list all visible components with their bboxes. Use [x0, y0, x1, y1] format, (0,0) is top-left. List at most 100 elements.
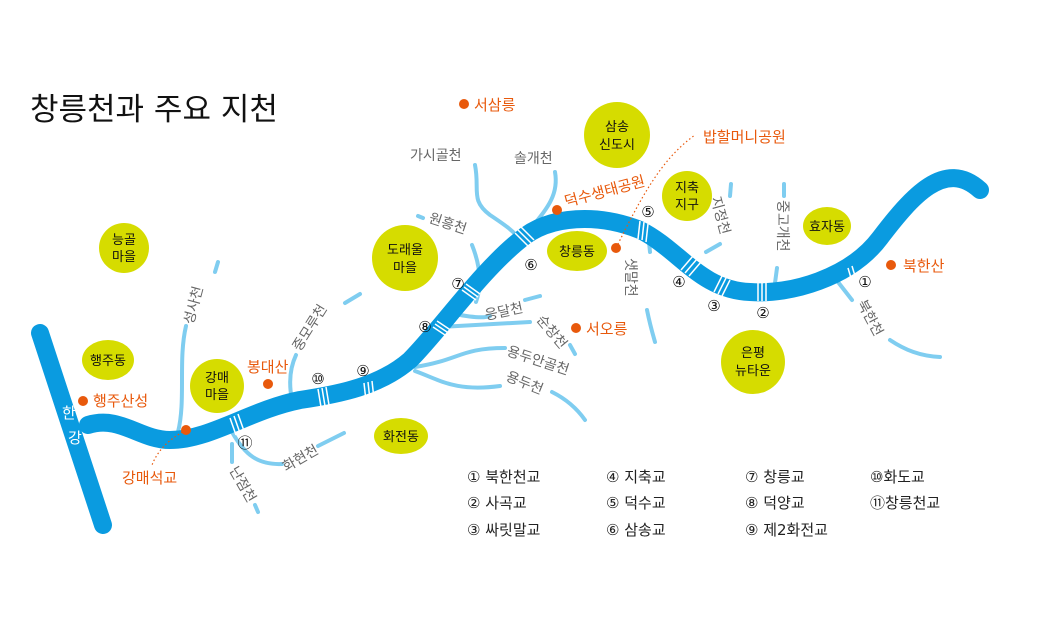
landmark-gangmae-bridge: 강매석교 [122, 425, 191, 487]
legend-item: ① 북한천교 [467, 468, 540, 486]
landmark-bapgrandma-park: 밥할머니공원 [611, 128, 786, 253]
stream-sunchang [438, 320, 577, 356]
svg-text:지구: 지구 [675, 198, 699, 213]
svg-text:밥할머니공원: 밥할머니공원 [703, 128, 786, 146]
stream-gasigol [473, 163, 522, 242]
village-hwajeon-dong: 화전동 [374, 418, 428, 454]
legend-item: ⑩화도교 [870, 468, 925, 486]
label-yongdu: 용두천 [504, 369, 546, 398]
bridge-number-1: ① [858, 273, 871, 291]
village-hyoja-dong: 효자동 [803, 207, 851, 245]
svg-text:도래울: 도래울 [387, 243, 423, 258]
village-haengju-dong: 행주동 [82, 340, 134, 380]
svg-text:강매석교: 강매석교 [122, 469, 177, 487]
landmark-bukhansan: 북한산 [886, 257, 945, 275]
svg-text:화전동: 화전동 [383, 430, 419, 445]
label-gasigol: 가시골천 [410, 148, 462, 164]
bridge-6 [514, 226, 535, 247]
bridge-2 [757, 283, 767, 301]
label-hangang-2: 강 [68, 429, 82, 447]
svg-text:행주산성: 행주산성 [93, 392, 148, 410]
landmark-seosamneung: 서삼릉 [459, 96, 516, 114]
stream-bukhan [836, 280, 942, 359]
legend-item: ④ 지축교 [606, 468, 666, 486]
stream-hwahyeon [230, 430, 346, 467]
stream-wonheung-top [416, 214, 425, 220]
svg-text:삼송: 삼송 [605, 120, 629, 135]
label-jungmoru: 중모루천 [290, 302, 331, 354]
bridge-markers [229, 220, 859, 436]
landmark-haengjusanseong: 행주산성 [78, 392, 148, 410]
stream-yongduangol [413, 346, 507, 369]
svg-text:창릉동: 창릉동 [559, 245, 595, 260]
svg-text:강매: 강매 [205, 371, 229, 386]
stream-jijeong [704, 182, 733, 254]
bridge-number-11: ⑪ [237, 434, 252, 452]
bridge-number-9: ⑨ [356, 362, 369, 380]
bridge-number-3: ③ [707, 297, 720, 315]
legend-item: ⑦ 창릉교 [745, 468, 805, 486]
label-hangang-1: 한 [62, 404, 76, 422]
label-sunchang: 순창천 [533, 312, 570, 352]
label-eungdal: 응달천 [484, 300, 525, 324]
bridge-8 [432, 320, 453, 338]
hangang-river [31, 324, 112, 534]
village-changneung-dong: 창릉동 [547, 231, 607, 271]
label-hwahyeon: 화현천 [280, 442, 321, 475]
label-solgae: 솔개천 [514, 151, 553, 167]
svg-text:능골: 능골 [112, 233, 136, 248]
bridge-11 [229, 413, 245, 436]
bridge-9 [363, 380, 375, 402]
legend-item: ② 사곡교 [467, 494, 527, 512]
bridge-number-7: ⑦ [451, 275, 464, 293]
leader-line-bapgrandma [615, 134, 696, 249]
svg-text:봉대산: 봉대산 [247, 358, 289, 376]
stream-nanjeom [230, 442, 260, 514]
bridge-number-6: ⑥ [524, 256, 537, 274]
bridge-5 [637, 220, 649, 243]
svg-text:마을: 마을 [205, 388, 229, 403]
stream-junggogae [773, 182, 786, 285]
bridge-7 [461, 283, 481, 301]
landmark-seooreung: 서오릉 [571, 320, 628, 338]
bridge-number-4: ④ [672, 273, 685, 291]
svg-text:뉴타운: 뉴타운 [735, 364, 771, 379]
map-title: 창릉천과 주요 지천 [30, 92, 278, 128]
svg-text:효자동: 효자동 [809, 220, 845, 235]
bridge-number-2: ② [756, 304, 769, 322]
svg-text:은평: 은평 [741, 346, 765, 361]
bridge-10 [317, 386, 330, 408]
legend-item: ③ 싸릿말교 [467, 521, 540, 539]
bridge-3 [713, 275, 731, 297]
bridge-legend: ① 북한천교 ② 사곡교 ③ 싸릿말교 ④ 지축교 ⑤ 덕수교 ⑥ 삼송교 ⑦ … [467, 468, 940, 539]
legend-item: ⑨ 제2화전교 [745, 521, 828, 539]
bridge-1 [847, 265, 859, 289]
svg-text:덕수생태공원: 덕수생태공원 [562, 172, 647, 211]
legend-item: ⑧ 덕양교 [745, 494, 805, 512]
legend-item: ⑪창릉천교 [870, 494, 940, 512]
landmark-bongdaesan: 봉대산 [247, 358, 289, 389]
bridge-numbers: ① ② ③ ④ ⑤ ⑥ ⑦ ⑧ ⑨ ⑩ ⑪ [237, 203, 871, 452]
stream-seongsa [176, 260, 220, 434]
label-junggogae: 중고개천 [774, 200, 790, 252]
svg-text:북한산: 북한산 [903, 257, 945, 275]
label-saetmal: 샛말천 [622, 258, 638, 297]
landmarks: 서삼릉 덕수생태공원 밥할머니공원 서오릉 북한산 봉대산 행주산성 강매석교 [78, 96, 945, 487]
svg-text:마을: 마을 [393, 261, 417, 276]
bridge-4 [680, 255, 702, 277]
label-wonheung: 원흥천 [427, 211, 469, 238]
bridge-number-5: ⑤ [641, 203, 654, 221]
label-nanjeom: 난점천 [226, 464, 259, 505]
label-seongsa: 성사천 [181, 285, 206, 326]
bridge-number-8: ⑧ [418, 318, 431, 336]
svg-text:마을: 마을 [112, 250, 136, 265]
bridge-number-10: ⑩ [311, 370, 324, 388]
